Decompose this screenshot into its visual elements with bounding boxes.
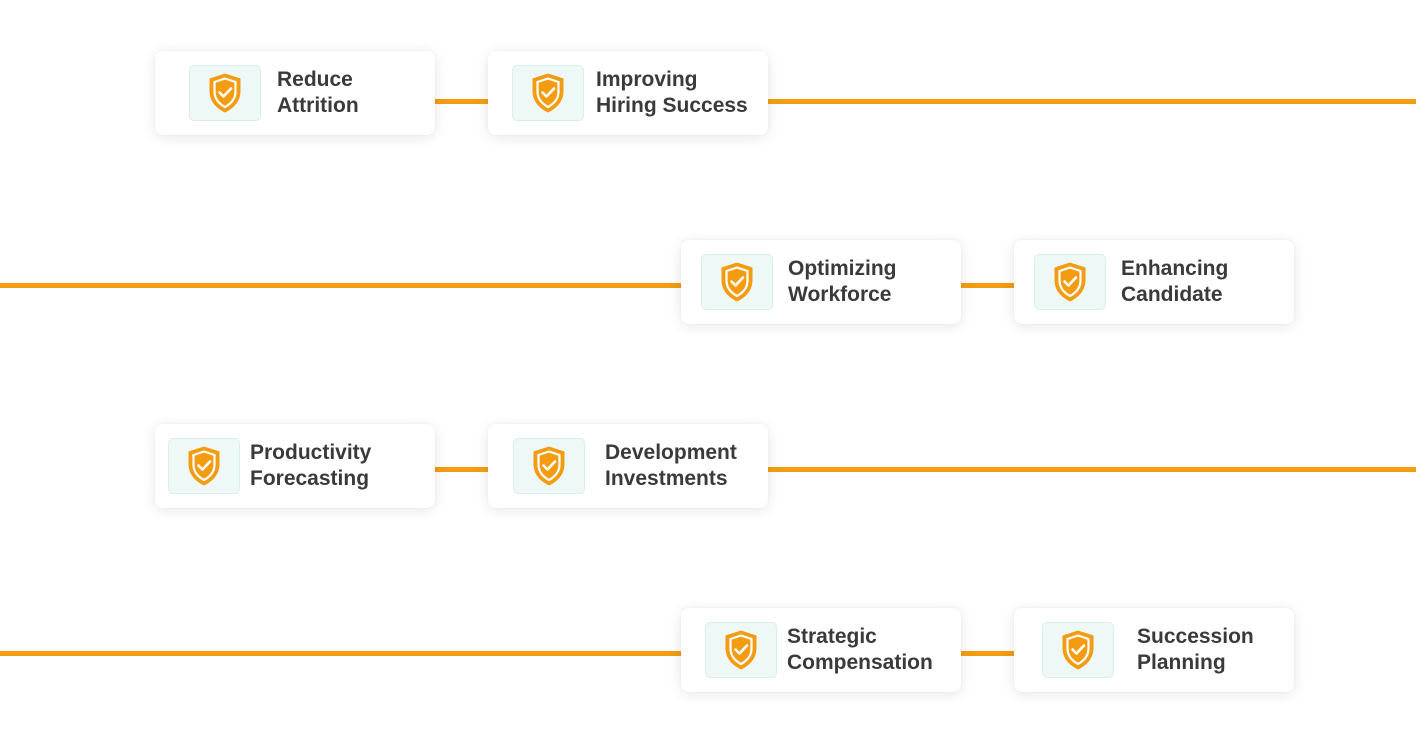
card-label: Succession Planning [1137, 624, 1254, 676]
card-label: Reduce Attrition [277, 67, 359, 119]
card-succession-planning: Succession Planning [1014, 608, 1294, 692]
shield-check-icon [188, 446, 220, 486]
shield-check-icon [209, 73, 241, 113]
card-strategic-compensation: Strategic Compensation [681, 608, 961, 692]
shield-check-icon [725, 630, 757, 670]
icon-tile [513, 438, 585, 494]
card-label-line: Development [605, 441, 737, 464]
card-label-line: Hiring Success [596, 94, 748, 117]
icon-tile [168, 438, 240, 494]
connector-line [0, 283, 685, 288]
connector-line [957, 651, 1017, 656]
card-productivity-forecasting: Productivity Forecasting [155, 424, 435, 508]
card-label-line: Planning [1137, 651, 1226, 674]
card-label-line: Productivity [250, 441, 372, 464]
card-enhancing-candidate: Enhancing Candidate [1014, 240, 1294, 324]
shield-check-icon [1054, 262, 1086, 302]
card-label-line: Succession [1137, 625, 1254, 648]
connector-line [765, 99, 1416, 104]
connector-line [0, 651, 685, 656]
card-label-line: Workforce [788, 283, 892, 306]
shield-check-icon [1062, 630, 1094, 670]
card-label: Improving Hiring Success [596, 67, 748, 119]
card-label-line: Investments [605, 467, 728, 490]
card-label: Development Investments [605, 440, 737, 492]
icon-tile [1042, 622, 1114, 678]
card-label-line: Enhancing [1121, 257, 1229, 280]
icon-tile [189, 65, 261, 121]
icon-tile [705, 622, 777, 678]
card-label-line: Strategic [787, 625, 877, 648]
connector-line [957, 283, 1017, 288]
icon-tile [1034, 254, 1106, 310]
connector-line [430, 99, 490, 104]
card-label: Strategic Compensation [787, 624, 933, 676]
card-label-line: Attrition [277, 94, 359, 117]
card-optimizing-workforce: Optimizing Workforce [681, 240, 961, 324]
icon-tile [701, 254, 773, 310]
card-label: Enhancing Candidate [1121, 256, 1228, 308]
card-development-investments: Development Investments [488, 424, 768, 508]
shield-check-icon [533, 446, 565, 486]
card-label: Productivity Forecasting [250, 440, 371, 492]
card-label: Optimizing Workforce [788, 256, 897, 308]
shield-check-icon [532, 73, 564, 113]
shield-check-icon [721, 262, 753, 302]
card-improving-hiring-success: Improving Hiring Success [488, 51, 768, 135]
card-label-line: Improving [596, 68, 698, 91]
card-reduce-attrition: Reduce Attrition [155, 51, 435, 135]
connector-line [430, 467, 490, 472]
connector-line [765, 467, 1416, 472]
card-label-line: Compensation [787, 651, 933, 674]
icon-tile [512, 65, 584, 121]
card-label-line: Forecasting [250, 467, 370, 490]
card-label-line: Optimizing [788, 257, 897, 280]
card-label-line: Reduce [277, 68, 353, 91]
card-label-line: Candidate [1121, 283, 1223, 306]
